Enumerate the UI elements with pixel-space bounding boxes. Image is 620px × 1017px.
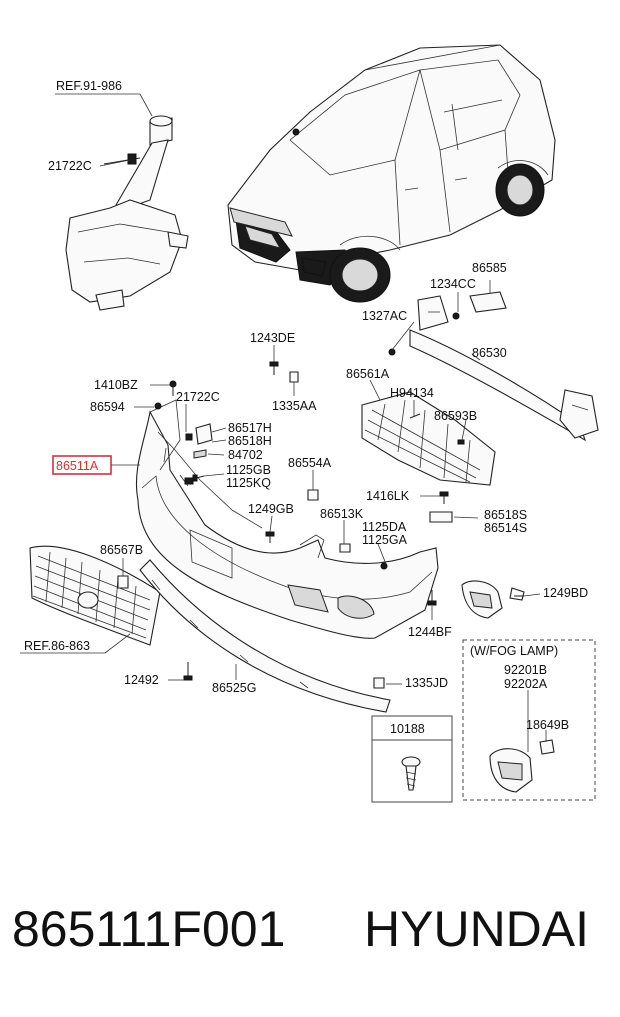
label-1335aa: 1335AA xyxy=(272,399,317,413)
label-86518s: 86518S xyxy=(484,508,527,522)
washer-reservoir xyxy=(65,115,189,311)
fasteners xyxy=(117,291,524,689)
label-86594: 86594 xyxy=(90,400,125,414)
label-1125da: 1125DA xyxy=(362,520,407,534)
label-86511a: 86511A xyxy=(56,459,99,473)
part-labels: REF.91-986 21722C 1243DE 1335AA 1410BZ 8… xyxy=(24,79,588,736)
label-1416lk: 1416LK xyxy=(366,489,410,503)
fog-lamp-bracket xyxy=(461,580,525,619)
vehicle-illustration xyxy=(227,44,556,303)
label-92202a: 92202A xyxy=(504,677,548,691)
brand-name: HYUNDAI xyxy=(364,901,590,957)
part-number: 865111F001 xyxy=(12,901,286,957)
label-1249gb: 1249GB xyxy=(248,502,294,516)
front-bumper-cover xyxy=(135,399,439,639)
label-1125ga: 1125GA xyxy=(362,533,408,547)
label-86554a: 86554A xyxy=(288,456,332,470)
label-1243de: 1243DE xyxy=(250,331,295,345)
label-1244bf: 1244BF xyxy=(408,625,452,639)
label-h94134: H94134 xyxy=(390,386,434,400)
label-86525g: 86525G xyxy=(212,681,256,695)
label-12492: 12492 xyxy=(124,673,159,687)
label-86514s: 86514S xyxy=(484,521,527,535)
label-1249bd: 1249BD xyxy=(543,586,588,600)
label-1125kq: 1125KQ xyxy=(226,476,271,490)
fog-lamp-inset xyxy=(462,639,596,801)
label-86517h: 86517H xyxy=(228,421,272,435)
label-86567b: 86567B xyxy=(100,543,143,557)
label-84702: 84702 xyxy=(228,448,263,462)
label-86585: 86585 xyxy=(472,261,507,275)
label-21722c-mid: 21722C xyxy=(176,390,220,404)
label-fog-lamp-title: (W/FOG LAMP) xyxy=(470,644,558,658)
label-86530: 86530 xyxy=(472,346,507,360)
radiator-grille xyxy=(29,545,161,646)
label-1125gb: 1125GB xyxy=(226,463,271,477)
screw-10188-box xyxy=(371,715,453,803)
caption-bar: 865111F001 HYUNDAI xyxy=(0,900,620,980)
label-ref-86-863: REF.86-863 xyxy=(24,639,90,653)
grille-insert xyxy=(361,391,496,486)
label-86593b: 86593B xyxy=(434,409,477,423)
label-86561a: 86561A xyxy=(346,367,390,381)
leader-lines xyxy=(20,93,541,685)
bumper-beam xyxy=(409,295,599,442)
label-92201b: 92201B xyxy=(504,663,547,677)
label-1410bz: 1410BZ xyxy=(94,378,138,392)
label-86513k: 86513K xyxy=(320,507,364,521)
label-ref-91-986: REF.91-986 xyxy=(56,79,122,93)
label-1234cc: 1234CC xyxy=(430,277,476,291)
label-86518h: 86518H xyxy=(228,434,272,448)
label-1327ac: 1327AC xyxy=(362,309,407,323)
label-1335jd: 1335JD xyxy=(405,676,448,690)
lower-lip-strip xyxy=(139,559,391,713)
label-21722c-top: 21722C xyxy=(48,159,92,173)
label-10188: 10188 xyxy=(390,722,425,736)
parts-diagram: REF.91-986 21722C 1243DE 1335AA 1410BZ 8… xyxy=(20,44,599,803)
label-18649b: 18649B xyxy=(526,718,569,732)
